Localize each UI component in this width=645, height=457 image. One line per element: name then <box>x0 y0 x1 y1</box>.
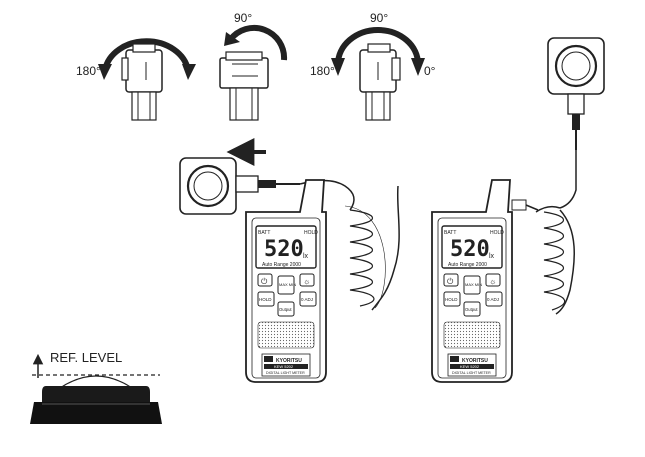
lcd-reading-left: 520 <box>264 237 304 262</box>
svg-text:MAX MIN: MAX MIN <box>279 282 296 287</box>
backlight-button-right[interactable] <box>485 273 501 287</box>
hold-button-right[interactable] <box>443 291 461 307</box>
svg-text:0 ADJ: 0 ADJ <box>487 297 499 302</box>
rotation-arc-left <box>102 38 191 71</box>
svg-text:MAX MIN: MAX MIN <box>465 282 482 287</box>
svg-text:HOLD: HOLD <box>259 297 272 302</box>
lcd-reading-right: 520 <box>450 237 490 262</box>
lcd-display-right <box>441 225 503 269</box>
angle-label-90-middle: 90° <box>234 11 252 25</box>
svg-text:☼: ☼ <box>489 277 496 286</box>
brand-name-left: KYORITSU <box>276 358 302 364</box>
power-button-left[interactable] <box>257 273 273 287</box>
hold-tag-left: HOLD <box>304 230 318 236</box>
angle-label-0-right: 0° <box>424 64 436 78</box>
meter-right-assembly: BATT HOLD 520 lx Auto Range 2000 ⏻ MAX M… <box>431 37 605 383</box>
sensor-head-extended <box>547 37 605 150</box>
svg-text:Output: Output <box>279 307 292 312</box>
sensor-base <box>30 402 162 424</box>
svg-text:HOLD: HOLD <box>445 297 458 302</box>
max-min-button-right[interactable] <box>463 275 481 295</box>
hold-tag-right: HOLD <box>490 230 504 236</box>
zero-adj-button-right[interactable] <box>485 291 503 307</box>
power-button-right[interactable] <box>443 273 459 287</box>
hold-button-left[interactable] <box>257 291 275 307</box>
lcd-display-left <box>255 225 317 269</box>
model-right: KEW 5202 <box>460 364 480 369</box>
grille-left <box>257 321 315 349</box>
output-button-right[interactable] <box>463 301 481 317</box>
max-min-button-left[interactable] <box>277 275 295 295</box>
batt-tag-right: BATT <box>444 230 456 236</box>
lcd-range-left: Auto Range 2000 <box>262 262 301 268</box>
sensor-ring <box>42 386 150 402</box>
rotation-probe-middle: 90° <box>219 11 288 121</box>
svg-text:Output: Output <box>465 307 478 312</box>
lcd-range-right: Auto Range 2000 <box>448 262 487 268</box>
meter-left-assembly: BATT HOLD 520 lx Auto Range 2000 ⏻ MAX M… <box>179 138 400 383</box>
rotation-probe-right: 90° 180° 0° <box>310 11 436 121</box>
backlight-button-left[interactable] <box>299 273 315 287</box>
ref-level-illustration: REF. LEVEL <box>30 350 162 424</box>
svg-text:☼: ☼ <box>303 277 310 286</box>
zero-adj-button-left[interactable] <box>299 291 317 307</box>
model-left: KEW 5202 <box>274 364 294 369</box>
grille-right <box>443 321 501 349</box>
svg-text:⏻: ⏻ <box>447 277 454 286</box>
model-desc-left: DIGITAL LIGHT METER <box>266 371 305 375</box>
sensor-head-detached <box>179 157 300 215</box>
svg-text:0 ADJ: 0 ADJ <box>301 297 313 302</box>
angle-label-180-right: 180° <box>310 64 335 78</box>
batt-tag-left: BATT <box>258 230 270 236</box>
angle-label-90-right: 90° <box>370 11 388 25</box>
rotation-probe-left: 180° <box>76 38 196 121</box>
coiled-cord-right <box>543 209 576 315</box>
ref-level-label: REF. LEVEL <box>50 350 122 365</box>
svg-text:⏻: ⏻ <box>261 277 268 286</box>
model-desc-right: DIGITAL LIGHT METER <box>452 371 491 375</box>
output-button-left[interactable] <box>277 301 295 317</box>
lcd-unit-right: lx <box>489 253 495 260</box>
angle-label-180-left: 180° <box>76 64 101 78</box>
rotation-arc-right <box>335 27 421 65</box>
rotation-arc-middle <box>227 24 288 61</box>
brand-name-right: KYORITSU <box>462 358 488 364</box>
lcd-unit-left: lx <box>303 253 309 260</box>
